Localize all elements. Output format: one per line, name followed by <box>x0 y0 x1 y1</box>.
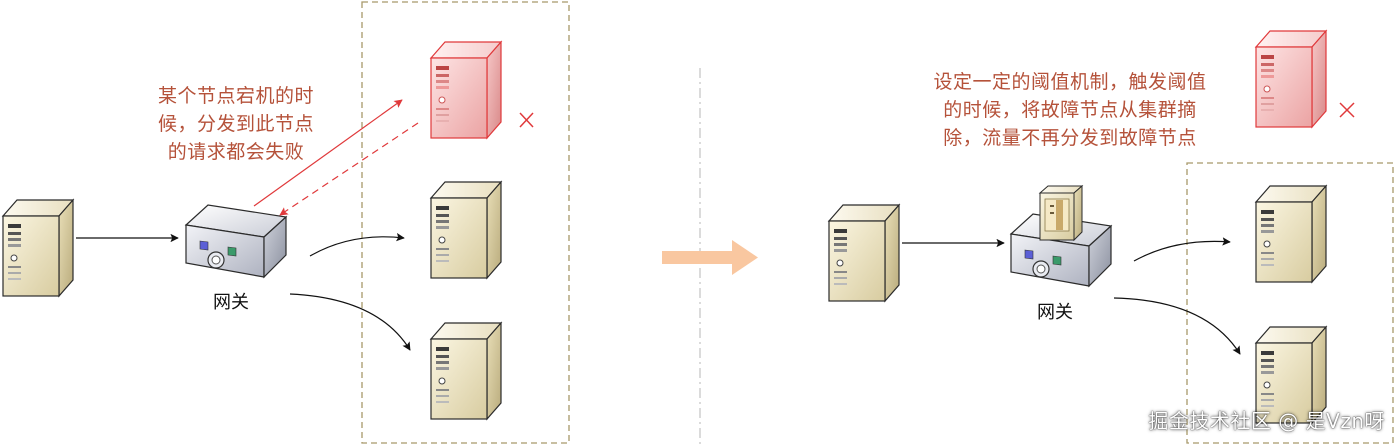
gateway-label: 网关 <box>1037 298 1073 324</box>
gateway-to-server-arrow <box>1114 298 1240 354</box>
gateway-to-server-arrow <box>1134 241 1230 261</box>
left-failure-note: 某个节点宕机的时 候，分发到此节点 的请求都会失败 <box>136 82 336 166</box>
note-line: 的请求都会失败 <box>136 138 336 166</box>
server-icon <box>431 182 501 278</box>
note-line: 某个节点宕机的时 <box>136 82 336 110</box>
client-server-icon <box>829 205 899 301</box>
left-scenario <box>3 2 569 443</box>
note-line: 的时候，将故障节点从集群摘 <box>900 96 1240 124</box>
note-line: 设定一定的阈值机制，触发阈值 <box>900 68 1240 96</box>
note-line: 除，流量不再分发到故障节点 <box>900 124 1240 152</box>
threshold-module-icon <box>1040 186 1082 240</box>
gateway-to-server-arrow <box>310 237 404 256</box>
right-threshold-note: 设定一定的阈值机制，触发阈值 的时候，将故障节点从集群摘 除，流量不再分发到故障… <box>900 68 1240 152</box>
server-icon <box>431 323 501 419</box>
gateway-to-server-arrow <box>290 294 410 350</box>
cross-icon <box>520 113 533 127</box>
cross-icon <box>1340 103 1354 117</box>
failed-server-icon <box>431 42 501 138</box>
failed-server-icon <box>1256 31 1326 127</box>
watermark: 掘金技术社区 @ 是Vzn呀 <box>1148 405 1385 434</box>
transition-arrow-icon <box>662 240 758 275</box>
gateway-label: 网关 <box>213 288 249 314</box>
server-icon <box>1256 186 1326 282</box>
gateway-icon <box>186 205 286 277</box>
client-server-icon <box>3 200 73 296</box>
note-line: 候，分发到此节点 <box>136 110 336 138</box>
